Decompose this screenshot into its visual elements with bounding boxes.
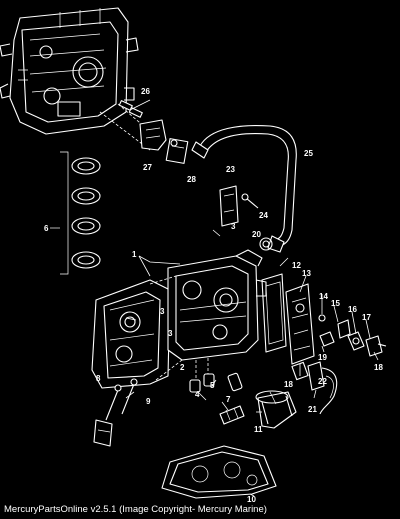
callout-19: 19 (318, 353, 327, 362)
switch-21-22 (307, 361, 338, 415)
callout-20: 20 (252, 230, 261, 239)
copyright-caption: MercuryPartsOnline v2.5.1 (Image Copyrig… (4, 504, 267, 515)
callout-18: 18 (374, 363, 383, 372)
callout-28: 28 (187, 175, 196, 184)
clamp-20 (259, 237, 273, 251)
callout-25: 25 (304, 149, 313, 158)
callout-18b: 18 (284, 380, 293, 389)
parts-23-24 (219, 185, 259, 227)
callout-7: 7 (226, 395, 231, 404)
callout-3: 3 (231, 222, 236, 231)
callout-10: 10 (247, 495, 256, 504)
callout-15: 15 (331, 299, 340, 308)
gasket-10 (161, 445, 277, 499)
sensor-parts (318, 314, 387, 357)
callout-13: 13 (302, 269, 311, 278)
callout-2: 2 (180, 363, 185, 372)
callout-23: 23 (226, 165, 235, 174)
callout-17: 17 (362, 313, 371, 322)
hose-25 (191, 125, 297, 253)
callout-27: 27 (143, 163, 152, 172)
bearing-set-6 (50, 151, 101, 275)
callout-24: 24 (259, 211, 268, 220)
callout-4: 4 (195, 390, 200, 399)
callout-6: 6 (44, 224, 49, 233)
callout-5: 5 (210, 381, 215, 390)
bolts-8-9 (93, 378, 138, 447)
lower-small-parts (189, 358, 245, 425)
callout-9: 9 (146, 397, 151, 406)
leader-lines (125, 99, 379, 497)
callout-26: 26 (141, 87, 150, 96)
upper-block-assembly (0, 7, 139, 135)
callout-1: 1 (132, 250, 137, 259)
oil-filter-11 (255, 390, 297, 429)
cover-plate-13 (261, 273, 315, 365)
callout-12: 12 (292, 261, 301, 270)
callout-11: 11 (254, 425, 263, 434)
main-block-assembly (91, 249, 267, 389)
upper-fasteners (99, 100, 189, 164)
sensor-18 (291, 361, 309, 381)
callout-3c: 3 (168, 329, 173, 338)
callout-8: 8 (96, 374, 101, 383)
callout-labels: 1 2 3 3 3 4 5 6 7 8 9 10 11 12 13 14 15 … (44, 87, 383, 504)
callout-14: 14 (319, 292, 328, 301)
callout-21: 21 (308, 405, 317, 414)
callout-16: 16 (348, 305, 357, 314)
callout-22: 22 (318, 377, 327, 386)
callout-3b: 3 (160, 307, 165, 316)
